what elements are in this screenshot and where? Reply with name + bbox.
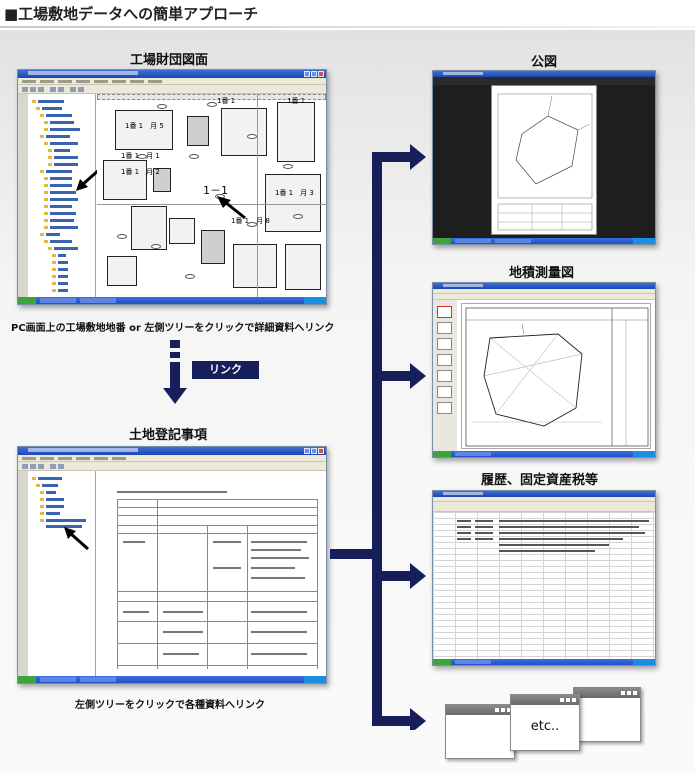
lot-label-large[interactable]: 1－1: [203, 184, 228, 197]
land-registry-caption: 土地登記事項: [129, 428, 208, 443]
history-caption: 履歴、固定資産税等: [481, 473, 599, 488]
public-map-window[interactable]: [432, 70, 656, 245]
connector-lines: [330, 144, 426, 730]
registry-document[interactable]: [97, 471, 326, 678]
thumbnail-sidebar[interactable]: [433, 300, 457, 452]
taskbar: [18, 297, 326, 304]
window-toolbar: [18, 462, 326, 471]
window-toolbar: [18, 85, 326, 94]
etc-window-back: [445, 704, 515, 759]
lot-label[interactable]: 1番 1: [217, 97, 236, 105]
survey-map-page: [461, 303, 651, 449]
lot-label[interactable]: 1番 1 月 5: [125, 122, 164, 130]
down-arrow-icon: [163, 340, 187, 404]
public-map-caption: 公図: [531, 55, 558, 70]
public-map-page: [491, 85, 597, 235]
lot-label[interactable]: 1番 1 月 8: [231, 217, 270, 225]
survey-map-window[interactable]: [432, 282, 656, 458]
survey-map-caption: 地積測量図: [509, 266, 575, 281]
factory-map-window[interactable]: 1番 1 1番 1 1番 1 月 5 1番 1 月 1 1番 1 月 2 1番 …: [17, 69, 327, 305]
lot-label[interactable]: 1番 1 月 1: [121, 152, 160, 160]
window-menubar: [18, 455, 326, 462]
arrow-cursor-icon: [217, 196, 246, 220]
tree-sidebar[interactable]: [18, 94, 96, 299]
tree-sidebar[interactable]: [18, 471, 96, 678]
link-badge: リンク: [192, 361, 259, 379]
etc-label: etc..: [530, 719, 560, 734]
land-registry-window[interactable]: [17, 446, 327, 684]
history-window[interactable]: [432, 490, 656, 666]
window-menubar: [18, 78, 326, 85]
land-registry-note: 左側ツリーをクリックで各種資料へリンク: [75, 700, 265, 711]
lot-label[interactable]: 1番 1: [287, 97, 306, 105]
factory-map-note: PC画面上の工場敷地地番 or 左側ツリーをクリックで詳細資料へリンク: [11, 323, 335, 334]
spreadsheet-grid[interactable]: [433, 512, 655, 660]
arrow-cursor-icon: [64, 527, 89, 551]
factory-map-drawing[interactable]: 1番 1 1番 1 1番 1 月 5 1番 1 月 1 1番 1 月 2 1番 …: [97, 94, 326, 299]
etc-window-front: etc..: [510, 694, 580, 751]
page-title: ■工場敷地データへの簡単アプローチ: [4, 5, 259, 23]
lot-label[interactable]: 1番 1 月 2: [121, 168, 160, 176]
page-header: ■工場敷地データへの簡単アプローチ: [0, 0, 695, 28]
lot-label[interactable]: 1番 1 月 3: [275, 189, 314, 197]
etc-window-right: [573, 687, 641, 742]
header-rule: [0, 26, 695, 28]
window-titlebar: [18, 70, 326, 78]
factory-map-caption: 工場財団図面: [130, 53, 209, 68]
window-titlebar: [18, 447, 326, 455]
taskbar: [18, 676, 326, 683]
